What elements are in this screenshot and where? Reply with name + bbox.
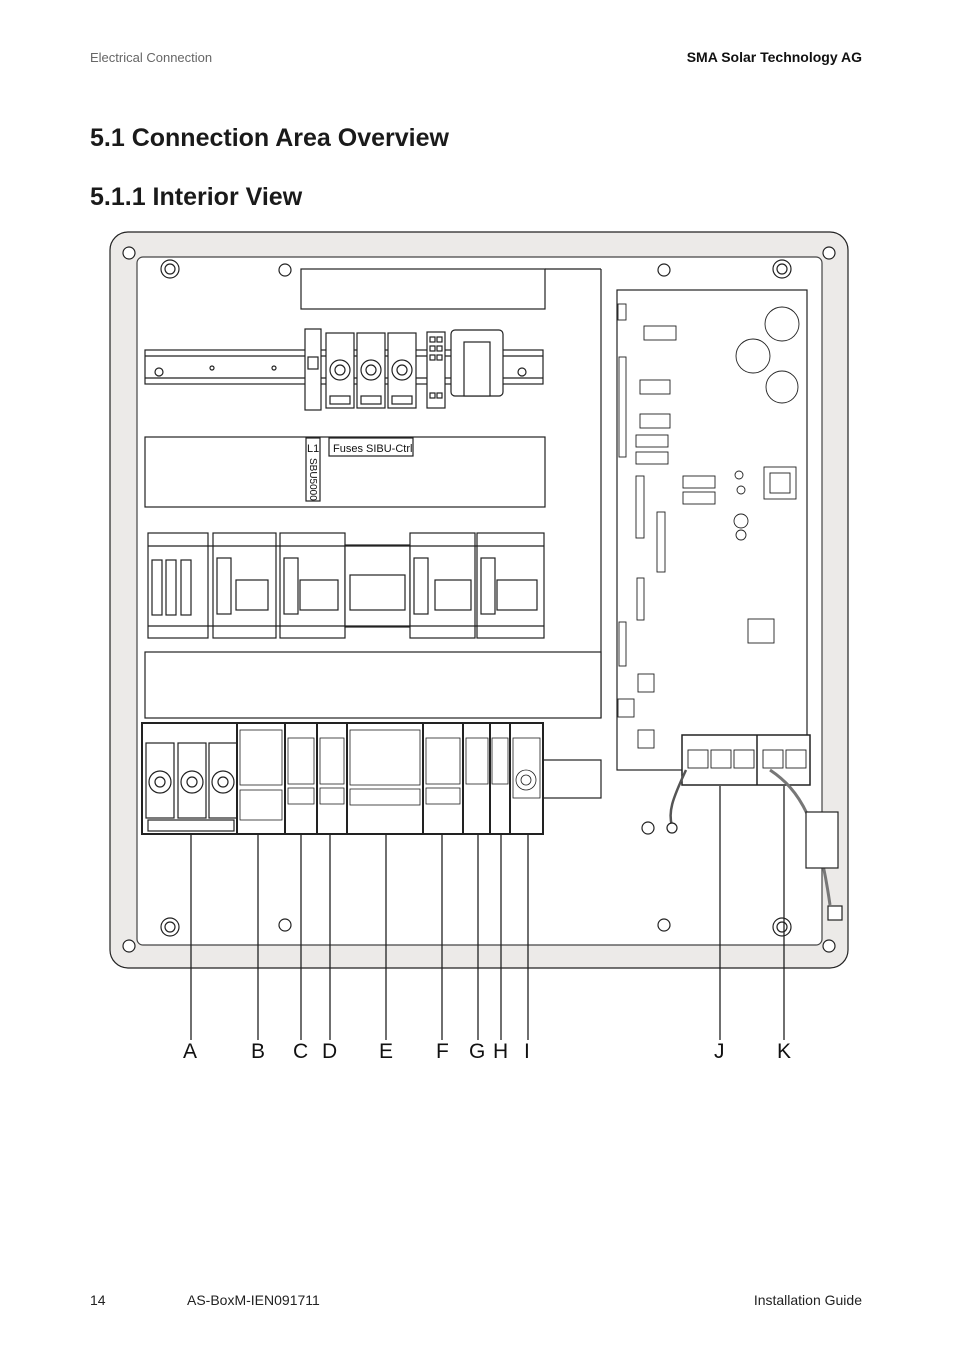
callout-f: F	[436, 1040, 449, 1063]
backup-fuse-holders	[145, 742, 238, 832]
fuse-label-vertical: SBU5000	[307, 458, 318, 501]
contactor-row	[147, 532, 545, 639]
fuse-label-l1: L1	[307, 443, 319, 455]
cable-gland	[805, 811, 839, 869]
callout-h: H	[493, 1040, 508, 1063]
callout-c: C	[293, 1040, 308, 1063]
corner-screws	[122, 246, 836, 953]
callout-k: K	[777, 1040, 791, 1063]
heading-interior-view: 5.1.1 Interior View	[90, 183, 303, 211]
heading-connection-area-overview: 5.1 Connection Area Overview	[90, 124, 449, 152]
callout-g: G	[469, 1040, 485, 1063]
footer-doc-type: Installation Guide	[753, 1292, 862, 1308]
header-company: SMA Solar Technology AG	[686, 49, 862, 65]
fuse-holders-sibu	[325, 332, 417, 409]
callout-d: D	[322, 1040, 337, 1063]
callout-leaders	[190, 786, 785, 1040]
callout-b: B	[251, 1040, 265, 1063]
cable-duct-lower	[144, 651, 602, 719]
fuse-label-text: Fuses SIBU-Ctrl	[333, 443, 412, 455]
footer-page-number: 14	[90, 1292, 106, 1308]
callout-i: I	[524, 1040, 530, 1063]
header-section: Electrical Connection	[90, 50, 213, 65]
callout-e: E	[379, 1040, 393, 1063]
callout-letters: A B C D E F G H I J K	[183, 1040, 791, 1063]
callout-j: J	[714, 1040, 725, 1063]
footer-doc-code: AS-BoxM-IEN091711	[187, 1292, 320, 1308]
cable-duct-top	[300, 268, 546, 310]
control-board	[616, 289, 808, 771]
callout-a: A	[183, 1040, 197, 1063]
